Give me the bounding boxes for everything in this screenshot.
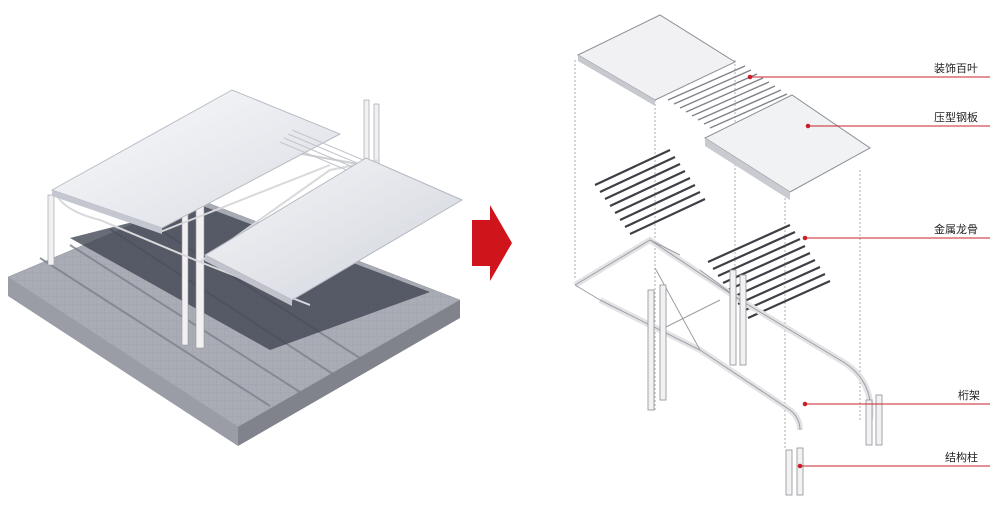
exploded-axonometric-view [573,14,990,496]
profiled-steel-plate-edge [705,138,790,200]
structural-columns [647,269,883,496]
metal-keel-right [707,223,831,320]
callout-truss: 桁架 [958,389,980,402]
left-roof-panel-main-edge [52,190,162,234]
truss-frame [573,236,874,431]
louver-slats [667,65,788,129]
callout-steel-plate: 压型钢板 [934,111,978,124]
rendered-canopy-view [7,89,464,446]
callout-louver: 装饰百叶 [934,62,978,75]
callout-metal-keel: 金属龙骨 [934,223,978,236]
right-arrow-icon [472,205,512,281]
leader-lines [747,74,990,469]
ground-slab-side-left [8,277,238,446]
top-panel-edge [578,55,655,106]
callout-column: 结构柱 [945,451,978,464]
metal-keel-left [594,149,706,235]
profiled-steel-plate [703,94,871,193]
left-roof-panel-main [50,89,342,229]
ground-slab-side-right [238,300,460,446]
left-louver-strip [279,129,369,175]
left-roof-panel-second-edge [205,255,292,306]
